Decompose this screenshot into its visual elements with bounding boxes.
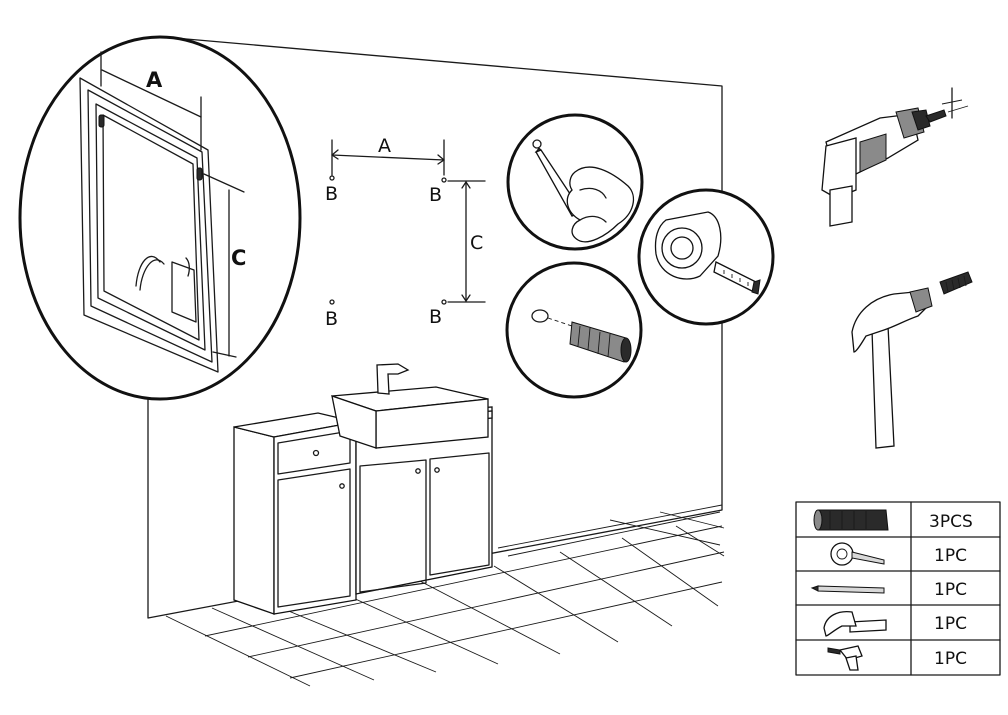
tape-measure-icon (830, 542, 885, 566)
hammer-illustration (851, 271, 973, 449)
qty-drill: 1PC (934, 649, 967, 669)
hole-b-bottom-left: B (325, 308, 338, 330)
wall-anchor-callout (505, 261, 643, 399)
inset-dimension-a-label: A (146, 68, 163, 92)
drill-hole-layout: A B B B B C (325, 135, 486, 330)
parts-table: 3PCS 1PC 1PC 1PC 1PC (795, 501, 1001, 676)
drill-illustration (821, 87, 969, 227)
qty-anchors: 3PCS (929, 512, 973, 532)
floor-tiles (165, 504, 725, 687)
wall-dimension-a-label: A (378, 135, 391, 157)
qty-pencil: 1PC (934, 580, 967, 600)
inset-dimension-c-label: C (231, 246, 246, 270)
wall (147, 37, 723, 619)
wall-anchor-icon (813, 509, 889, 531)
hole-b-bottom-right: B (429, 306, 442, 328)
mirror-detail-inset: A C (18, 35, 302, 401)
drill-icon (827, 645, 863, 671)
hole-b-top-left: B (325, 183, 338, 205)
pencil-icon (810, 585, 885, 594)
pencil-marking-callout (506, 113, 644, 251)
qty-tape-measure: 1PC (934, 546, 967, 566)
vanity-cabinet (233, 363, 493, 615)
wall-dimension-c-label: C (470, 232, 483, 254)
hole-b-top-right: B (429, 184, 442, 206)
hammer-icon (823, 610, 887, 637)
tape-measure-callout (637, 188, 775, 326)
qty-hammer: 1PC (934, 614, 967, 634)
